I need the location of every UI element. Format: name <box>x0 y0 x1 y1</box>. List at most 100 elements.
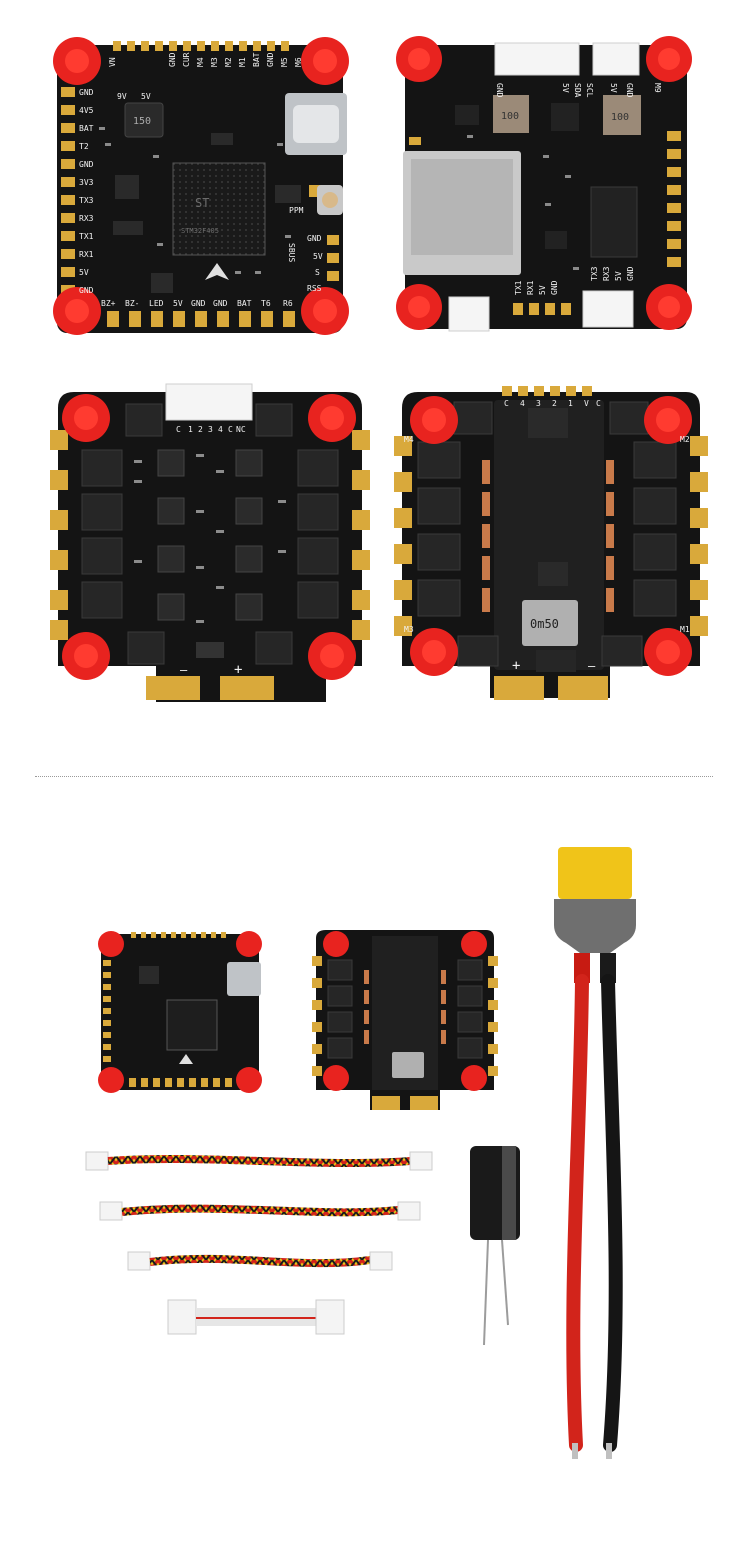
label-l-4v5: 4V5 <box>79 106 94 115</box>
capacitor <box>470 1146 520 1346</box>
xt60-connector <box>558 847 632 899</box>
mounting-grommets <box>62 394 356 680</box>
jst-connector-top-2 <box>592 42 640 76</box>
back-label-sda: SDA <box>573 83 582 98</box>
label-l-tx3: TX3 <box>79 196 94 205</box>
inductor-2-label: 100 <box>611 112 629 123</box>
esc-back-resistors <box>482 460 614 612</box>
osd-chip <box>590 186 638 258</box>
label-led: LED <box>149 299 164 308</box>
escb-label-v: V <box>584 399 589 408</box>
svg-text:STM32F405: STM32F405 <box>181 227 219 235</box>
label-t6: T6 <box>261 299 271 308</box>
svg-text:150: 150 <box>133 116 151 127</box>
back-label-5v-2: 5V <box>609 83 618 93</box>
escb-label-3: 3 <box>536 399 541 408</box>
label-l-3v3: 3V3 <box>79 178 94 187</box>
label-ppm: PPM <box>289 206 304 215</box>
escb-label-2: 2 <box>552 399 557 408</box>
label-rss: RSS <box>307 284 322 293</box>
label-bz-plus: BZ+ <box>101 299 116 308</box>
cable-2 <box>99 1201 421 1221</box>
label-r-5v: 5V <box>313 252 323 261</box>
esc-plus-label: + <box>234 662 242 678</box>
red-wire <box>566 974 589 1452</box>
escb-label-1: 1 <box>568 399 573 408</box>
current-shunt <box>522 600 578 646</box>
side-pads <box>409 131 681 315</box>
label-m1: M1 <box>238 57 247 67</box>
label-r-gnd: GND <box>307 234 322 243</box>
back-label-scl: SCL <box>585 83 594 98</box>
label-l-t2: T2 <box>79 142 89 151</box>
esc-label-3: 3 <box>208 425 213 434</box>
escb-label-c: C <box>504 399 509 408</box>
label-l-rx1: RX1 <box>79 250 94 259</box>
label-gnd-b1: GND <box>191 299 206 308</box>
inductor-2 <box>603 95 641 135</box>
label-l-bat: BAT <box>79 124 94 133</box>
label-r6: R6 <box>283 299 293 308</box>
label-5v: 5V <box>173 299 183 308</box>
flight-controller-front: ST STM32F405 150 VN GND CUR M4 M3 M2 M1 … <box>53 37 349 335</box>
esc-back-mosfets <box>417 401 677 667</box>
back-label-gnd-b: GND <box>550 280 559 295</box>
esc-label-4: 4 <box>218 425 223 434</box>
label-gnd: GND <box>168 52 177 67</box>
label-gnd-b2: GND <box>213 299 228 308</box>
esc-label-c2: C <box>228 425 233 434</box>
mcu-chip <box>172 162 266 256</box>
esc-back: 0m50 C 4 3 2 1 V C M4 M2 M3 M1 + — <box>394 386 708 700</box>
esc-connector <box>165 383 253 421</box>
back-label-gnd-2: GND <box>625 83 634 98</box>
arrow-icon <box>205 263 229 280</box>
shunt-label: 0m50 <box>530 617 559 631</box>
escb-minus-label: — <box>588 659 596 673</box>
back-label-gnd-b2: GND <box>626 266 635 281</box>
black-wire <box>601 974 623 1452</box>
back-label-5v-b2: 5V <box>614 271 623 281</box>
jst-cables <box>85 1151 433 1335</box>
xt60-power-lead <box>554 847 636 1459</box>
esc-driver-chips <box>157 449 263 621</box>
escb-corner-m1: M1 <box>680 625 690 634</box>
escb-corner-m2: M2 <box>680 435 690 444</box>
label-bat-b: BAT <box>237 299 252 308</box>
label-m3: M3 <box>210 57 219 67</box>
label-l-5v: 5V <box>79 268 89 277</box>
section-divider <box>35 776 713 777</box>
jst-connector-top <box>494 42 580 76</box>
label-cur: CUR <box>182 52 191 67</box>
label-l-gnd3: GND <box>79 286 94 295</box>
package-esc <box>312 930 498 1110</box>
cable-8pin <box>167 1299 345 1335</box>
mounting-grommets <box>410 396 692 676</box>
esc-label-c: C <box>176 425 181 434</box>
label-l-gnd2: GND <box>79 160 94 169</box>
back-label-5v-b: 5V <box>538 285 547 295</box>
label-m4: M4 <box>196 57 205 67</box>
bottom-pads <box>107 311 295 327</box>
esc-label-1: 1 <box>188 425 193 434</box>
mounting-grommets <box>53 37 349 335</box>
inductor-1-label: 100 <box>501 111 519 122</box>
arrow-icon <box>179 1054 193 1064</box>
cable-3 <box>127 1251 393 1271</box>
label-5v-top: 5V <box>141 92 151 101</box>
back-label-gnd: GND <box>495 83 504 98</box>
back-label-m9: M9 <box>653 83 662 93</box>
label-sbus: SBUS <box>287 243 296 262</box>
label-l-gnd: GND <box>79 88 94 97</box>
svg-text:ST: ST <box>195 196 209 210</box>
label-r-s: S <box>315 268 320 277</box>
label-vn: VN <box>108 57 117 67</box>
label-9v: 9V <box>117 92 127 101</box>
esc-label-nc: NC <box>236 425 246 434</box>
cable-1 <box>85 1151 433 1171</box>
top-pads <box>113 41 289 51</box>
back-label-5v: 5V <box>561 83 570 93</box>
escb-corner-m4: M4 <box>404 435 414 444</box>
label-bz-minus: BZ- <box>125 299 139 308</box>
label-bat: BAT <box>252 52 261 67</box>
esc-label-2: 2 <box>198 425 203 434</box>
